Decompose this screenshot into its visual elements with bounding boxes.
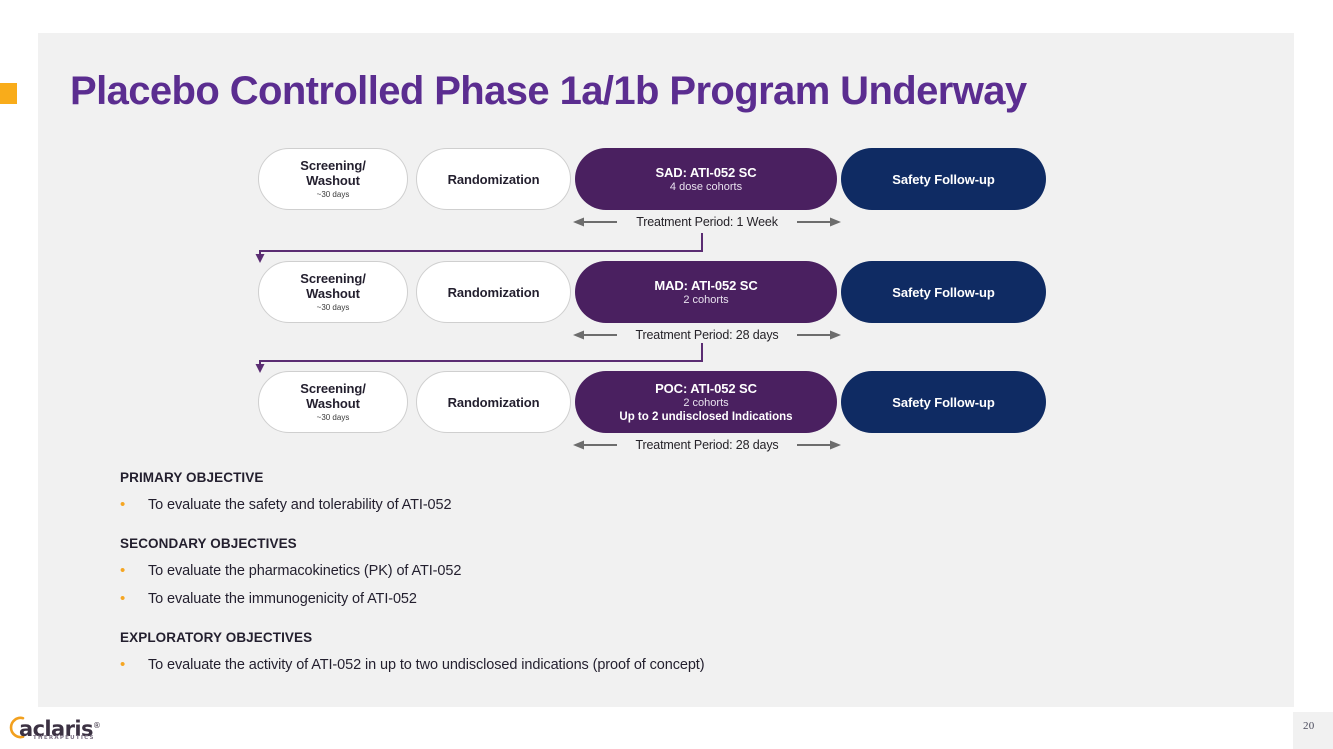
- screening-washout-box-sad[interactable]: Screening/ Washout ~30 days: [258, 148, 408, 210]
- dose-box-mad[interactable]: MAD: ATI-052 SC 2 cohorts: [575, 261, 837, 323]
- safety-followup-box-poc[interactable]: Safety Follow-up: [841, 371, 1046, 433]
- screening-title-line1: Screening/: [300, 381, 366, 396]
- dose-box-poc[interactable]: POC: ATI-052 SC 2 cohorts Up to 2 undisc…: [575, 371, 837, 433]
- randomization-box-poc[interactable]: Randomization: [416, 371, 571, 433]
- treatment-period-label: Treatment Period: 28 days: [635, 438, 779, 452]
- objective-text: To evaluate the activity of ATI-052 in u…: [148, 657, 705, 673]
- treatment-period-sad: Treatment Period: 1 Week: [573, 212, 841, 232]
- randomization-label: Randomization: [447, 284, 540, 300]
- randomization-label: Randomization: [447, 171, 540, 187]
- bullet-icon: •: [120, 656, 126, 673]
- screening-washout-box-poc[interactable]: Screening/ Washout ~30 days: [258, 371, 408, 433]
- randomization-label: Randomization: [447, 394, 540, 410]
- objective-text: To evaluate the pharmacokinetics (PK) of…: [148, 563, 462, 579]
- accent-marker: [0, 83, 17, 104]
- screening-duration: ~30 days: [316, 413, 350, 422]
- safety-followup-box-mad[interactable]: Safety Follow-up: [841, 261, 1046, 323]
- screening-title-line2: Washout: [306, 396, 360, 411]
- screening-duration: ~30 days: [316, 303, 350, 312]
- objective-text: To evaluate the immunogenicity of ATI-05…: [148, 591, 417, 607]
- safety-followup-label: Safety Follow-up: [892, 171, 995, 187]
- logo-wordmark: aclaris®: [19, 715, 101, 741]
- treatment-period-mad: Treatment Period: 28 days: [573, 325, 841, 345]
- arrow-right-icon: [797, 440, 841, 450]
- list-item: • To evaluate the activity of ATI-052 in…: [120, 656, 1020, 674]
- treatment-period-label: Treatment Period: 1 Week: [636, 215, 778, 229]
- arrow-right-icon: [796, 217, 841, 227]
- flow-row-sad: Screening/ Washout ~30 days Randomizatio…: [255, 148, 1050, 229]
- screening-duration: ~30 days: [316, 190, 350, 199]
- objectives-heading-exploratory: EXPLORATORY OBJECTIVES: [120, 630, 313, 645]
- dose-title: MAD: ATI-052 SC: [654, 277, 758, 293]
- study-design-flow-diagram: Screening/ Washout ~30 days Randomizatio…: [255, 148, 1050, 468]
- page-title: Placebo Controlled Phase 1a/1b Program U…: [70, 69, 1027, 113]
- logo-tagline: THERAPEUTICS: [33, 735, 95, 741]
- dose-title: POC: ATI-052 SC: [655, 380, 757, 396]
- dose-title: SAD: ATI-052 SC: [655, 164, 757, 180]
- dose-cohorts: 4 dose cohorts: [669, 180, 743, 193]
- logo-wordmark-text: aclaris: [19, 717, 93, 741]
- arrow-right-icon: [797, 330, 841, 340]
- safety-followup-box-sad[interactable]: Safety Follow-up: [841, 148, 1046, 210]
- flow-row-mad: Screening/ Washout ~30 days Randomizatio…: [255, 261, 1050, 342]
- treatment-period-label: Treatment Period: 28 days: [635, 328, 779, 342]
- slide-panel: [38, 33, 1294, 707]
- dose-indications: Up to 2 undisclosed Indications: [619, 410, 793, 423]
- arrow-left-icon: [573, 330, 617, 340]
- objectives-heading-primary: PRIMARY OBJECTIVE: [120, 470, 264, 485]
- screening-title-line1: Screening/: [300, 271, 366, 286]
- screening-title-line1: Screening/: [300, 158, 366, 173]
- safety-followup-label: Safety Follow-up: [892, 284, 995, 300]
- objectives-section: PRIMARY OBJECTIVE • To evaluate the safe…: [120, 470, 1020, 684]
- objective-text: To evaluate the safety and tolerability …: [148, 497, 452, 513]
- connector-mad-to-poc: [255, 343, 703, 373]
- safety-followup-label: Safety Follow-up: [892, 394, 995, 410]
- page-number: 20: [1303, 720, 1315, 732]
- bullet-icon: •: [120, 590, 126, 607]
- screening-title-line2: Washout: [306, 173, 360, 188]
- dose-cohorts: 2 cohorts: [683, 396, 729, 409]
- screening-title-line2: Washout: [306, 286, 360, 301]
- aclaris-arc-icon: [9, 716, 25, 739]
- screening-washout-box-mad[interactable]: Screening/ Washout ~30 days: [258, 261, 408, 323]
- list-item: • To evaluate the pharmacokinetics (PK) …: [120, 562, 1020, 580]
- dose-box-sad[interactable]: SAD: ATI-052 SC 4 dose cohorts: [575, 148, 837, 210]
- randomization-box-sad[interactable]: Randomization: [416, 148, 571, 210]
- bullet-icon: •: [120, 562, 126, 579]
- arrow-left-icon: [573, 440, 617, 450]
- company-logo: aclaris® THERAPEUTICS: [6, 713, 101, 743]
- arrow-left-icon: [573, 217, 617, 227]
- page-number-background: [1293, 712, 1333, 749]
- logo-trademark: ®: [92, 721, 101, 730]
- treatment-period-poc: Treatment Period: 28 days: [573, 435, 841, 455]
- flow-row-poc: Screening/ Washout ~30 days Randomizatio…: [255, 371, 1050, 452]
- bullet-icon: •: [120, 496, 126, 513]
- list-item: • To evaluate the immunogenicity of ATI-…: [120, 590, 1020, 608]
- randomization-box-mad[interactable]: Randomization: [416, 261, 571, 323]
- dose-cohorts: 2 cohorts: [683, 293, 729, 306]
- connector-sad-to-mad: [255, 233, 703, 263]
- objectives-heading-secondary: SECONDARY OBJECTIVES: [120, 536, 297, 551]
- list-item: • To evaluate the safety and tolerabilit…: [120, 496, 1020, 514]
